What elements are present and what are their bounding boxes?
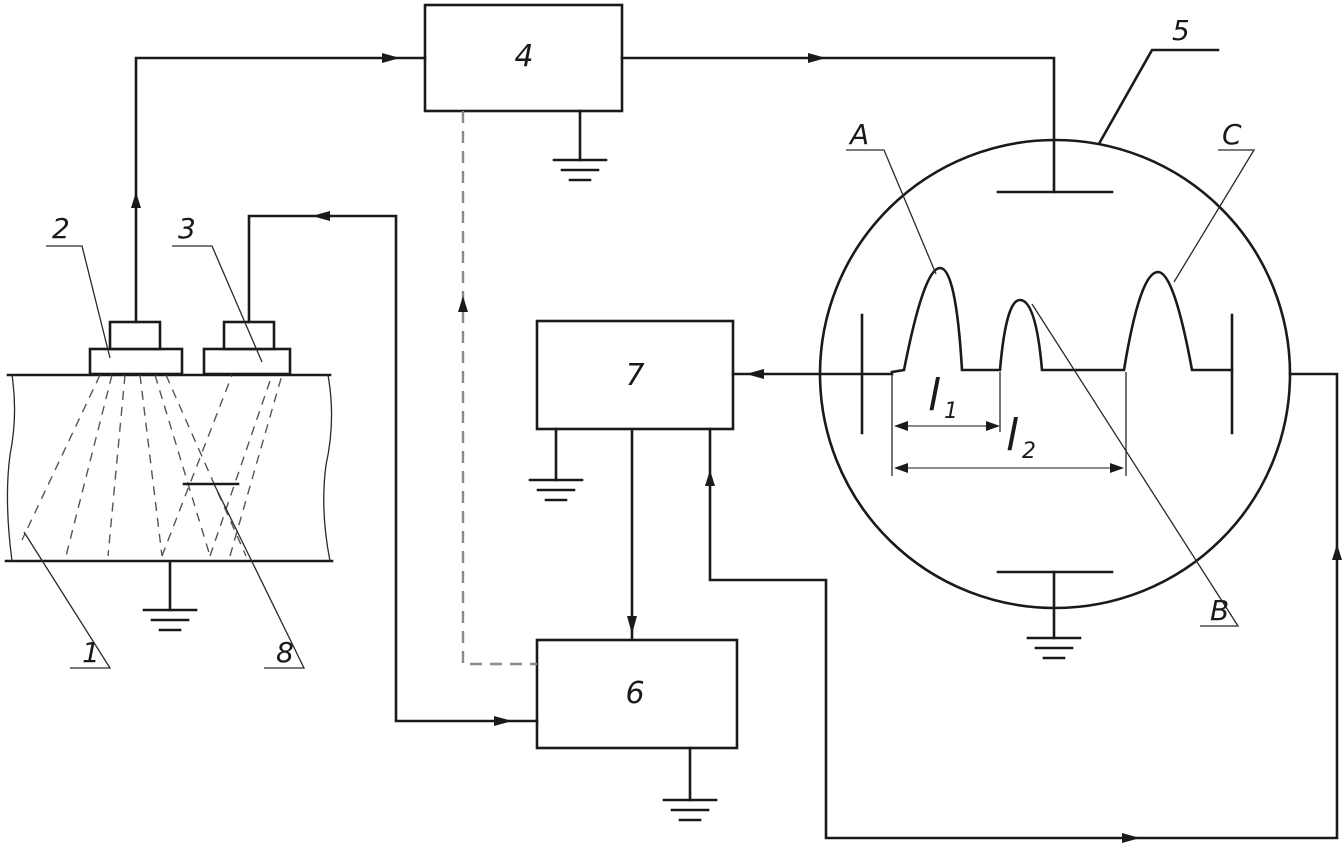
oscilloscope-crt-5 bbox=[818, 138, 1292, 660]
svg-text:1: 1 bbox=[944, 399, 958, 424]
arrow-right-icon bbox=[808, 53, 826, 63]
arrow-right-icon bbox=[1122, 833, 1140, 843]
arrow-left-icon bbox=[746, 369, 764, 379]
specimen-1 bbox=[4, 373, 334, 632]
block-6-label: 6 bbox=[625, 676, 644, 711]
wiring bbox=[131, 53, 1342, 843]
block-6: 6 bbox=[535, 638, 739, 822]
callout-2: 2 bbox=[52, 212, 70, 245]
callout-leaders bbox=[23, 48, 1256, 669]
arrow-down-icon bbox=[627, 616, 637, 634]
arrow-up-icon bbox=[1332, 544, 1342, 560]
svg-text:2: 2 bbox=[1022, 439, 1036, 464]
signal-trace bbox=[890, 266, 1234, 374]
arrow-right-icon bbox=[382, 53, 400, 63]
transmitter-transducer-2 bbox=[88, 320, 184, 376]
callout-peak-b: B bbox=[1210, 594, 1229, 627]
block-4-label: 4 bbox=[514, 39, 533, 74]
block-7: 7 bbox=[528, 319, 735, 502]
label-l1: l 1 bbox=[928, 370, 958, 424]
receiver-transducer-3 bbox=[202, 320, 292, 376]
callout-peak-c: C bbox=[1222, 118, 1242, 151]
block-7-label: 7 bbox=[625, 358, 644, 393]
arrow-up-icon bbox=[458, 296, 468, 312]
callout-1: 1 bbox=[82, 636, 100, 669]
arrow-left-icon bbox=[312, 211, 330, 221]
callout-8: 8 bbox=[276, 636, 294, 669]
block-4: 4 bbox=[423, 3, 624, 182]
arrow-right-icon bbox=[494, 716, 512, 726]
arrow-up-icon bbox=[705, 470, 715, 486]
svg-text:l: l bbox=[928, 370, 941, 421]
label-l2: l 2 bbox=[1006, 410, 1036, 464]
svg-text:l: l bbox=[1006, 410, 1019, 461]
callout-3: 3 bbox=[178, 212, 196, 245]
callout-5: 5 bbox=[1172, 14, 1190, 47]
callout-peak-a: A bbox=[848, 118, 869, 151]
arrow-up-icon bbox=[131, 192, 141, 208]
